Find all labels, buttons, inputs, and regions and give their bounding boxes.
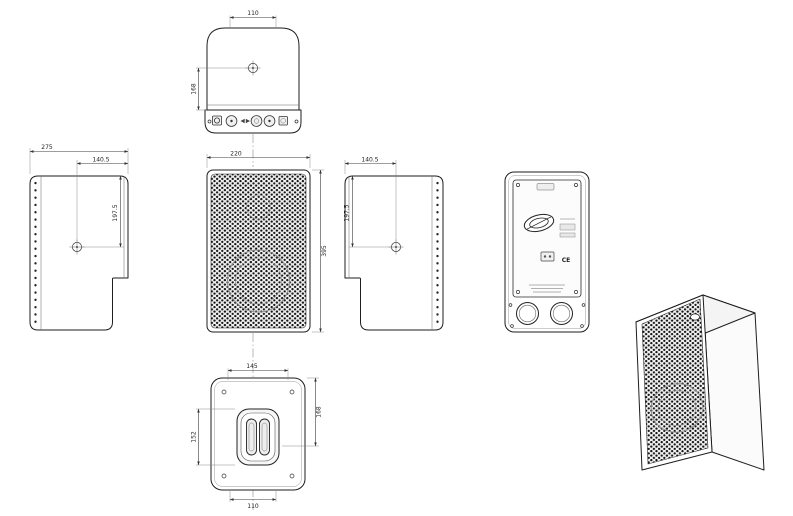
perspective-view [635,294,765,471]
front-view: 220 395 [206,151,328,333]
left-side-view: 275 140.5 197.5 [29,144,129,331]
dim-bottom-handle-length: 152 [191,408,235,466]
dim-side-mount-offset-label: 140.5 [92,157,109,164]
dim-front-width-label: 220 [230,151,242,158]
dim-front-width: 220 [206,151,311,168]
dim-side-mount-height-label: 197.5 [112,204,119,221]
side-mount-point-icon [388,239,404,255]
dim-top-width: 110 [229,10,277,27]
dim-bottom-width-label: 110 [247,503,259,510]
dim-side-depth: 275 [29,144,129,174]
ce-mark: CE [562,257,571,264]
dim-bottom-handle-length-label: 152 [191,431,198,443]
amp-panel [512,179,582,298]
rear-ports-icon [516,302,573,325]
dim-bottom-width: 110 [229,491,277,510]
left-side-outline [29,175,129,331]
woofer-icon [227,249,290,313]
dim-side-mount-height: 197.5 [344,176,391,248]
dim-front-height: 395 [312,169,328,333]
right-side-outline [344,175,444,331]
power-inlet-icon [540,251,555,262]
dim-side-mount-offset: 140.5 [76,157,128,241]
front-grille [210,173,307,329]
dim-bottom-inner-width-label: 145 [246,363,258,370]
right-side-view: 140.5 197.5 [344,157,444,331]
dim-side-mount-height: 197.5 [82,176,124,248]
terminal-label [536,183,555,191]
dim-side-mount-offset: 140.5 [344,157,397,241]
top-mount-3d-icon [690,313,700,321]
rear-panel-knobs-icon [207,115,299,127]
dim-bottom-inner-width: 145 [227,363,289,380]
woofer-3d-icon [650,383,704,433]
rear-view: CE [504,171,590,333]
dim-bottom-depth-offset: 168 [282,377,323,447]
dim-side-mount-height-label: 197.5 [344,204,351,221]
dim-side-depth-label: 275 [41,144,53,151]
top-view: 110 168 [191,10,302,134]
dim-bottom-depth-offset-label: 168 [316,406,323,418]
brand-logo-icon [523,213,555,233]
dim-front-height-label: 395 [321,245,328,257]
dim-side-mount-offset-label: 140.5 [361,157,378,164]
tweeter-icon [246,194,271,220]
side-mount-point-icon [69,239,85,255]
front-grille-3d [641,298,709,465]
bottom-handle-icon [236,408,280,466]
top-mount-point-icon [245,60,261,76]
dim-top-depth: 168 [191,67,248,111]
dim-top-width-label: 110 [247,10,259,17]
dim-top-depth-label: 168 [191,83,198,95]
bottom-view: 145 168 152 110 [191,363,323,510]
